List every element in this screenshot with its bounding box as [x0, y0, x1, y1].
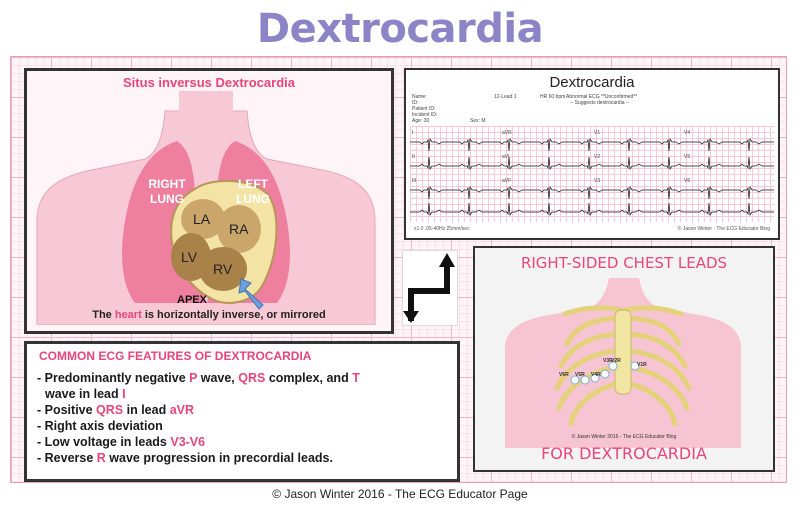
feature-text: wave, [197, 371, 239, 385]
lead-label-III: III [412, 178, 417, 184]
ecg-suggestion: -- Suggests dextrocardia -- [570, 100, 630, 106]
feature-text: - Positive [37, 403, 97, 417]
chamber-rv: RV [213, 261, 233, 277]
heart-illustration [170, 179, 278, 304]
feature-text: - Predominantly negative [37, 371, 190, 385]
page-footer: © Jason Winter 2016 - The ECG Educator P… [272, 487, 528, 501]
feature-highlight: P [189, 371, 198, 385]
feature-highlight: R [96, 451, 106, 465]
ecg-panel: Dextrocardia Name: ID: Patient ID: Incid… [404, 68, 780, 240]
apex-label: APEX [177, 294, 207, 306]
lead-label-V2: V2 [594, 154, 601, 160]
electrode-dots [570, 361, 640, 385]
chamber-lv: LV [181, 249, 198, 265]
ecg-id: ID: [412, 100, 419, 106]
clavicle-right [562, 305, 624, 317]
lead-V2R: V2R [611, 358, 621, 364]
situs-caption: The heart is horizontally inverse, or mi… [27, 309, 391, 321]
lead-V1R: V1R [637, 362, 647, 368]
feature-item-5: - Reverse R wave progression in precordi… [37, 450, 447, 466]
feature-text: - Low voltage in leads [37, 435, 171, 449]
ecg-trace-row-4 [410, 202, 774, 217]
ecg-title: Dextrocardia [549, 74, 635, 91]
connector-box [402, 250, 458, 326]
ecg-name: Name: [412, 94, 427, 100]
right-lung-label: RIGHT LUNG [148, 177, 186, 206]
lead-V5R: V5R [575, 372, 585, 378]
ecg-footer-right: © Jason Winter · The ECG Educator Blog [677, 226, 770, 232]
ecg-patient-id: Patient ID: [412, 106, 436, 112]
feature-highlight: aVR [169, 403, 195, 417]
ecg-age: Age: 30 [412, 118, 430, 124]
neck-shape [179, 91, 233, 121]
feature-item-1-cont: wave in lead I [37, 386, 447, 402]
zigzag-arrow-icon [403, 253, 455, 323]
feature-text: - Reverse [37, 451, 97, 465]
lead-label-I: I [412, 130, 414, 136]
lead-label-aVL: aVL [502, 154, 511, 160]
caption-highlight: heart [114, 309, 142, 321]
features-panel: COMMON ECG FEATURES OF DEXTROCARDIA - Pr… [24, 341, 460, 482]
ecg-trace-row-3 [410, 185, 774, 200]
ribcage-illustration [505, 278, 741, 448]
feature-highlight: T [352, 371, 360, 385]
feature-text: wave in lead [45, 387, 123, 401]
situs-inversus-panel: Situs inversus Dextrocardia RIGHT LUNG L… [24, 68, 394, 334]
ecg-lead-mode: 12-Lead 1 [494, 94, 517, 100]
features-list: - Predominantly negative P wave, QRS com… [37, 370, 447, 466]
feature-highlight: QRS [238, 371, 266, 385]
ecg-trace-row-1 [410, 137, 774, 152]
chest-subtitle: FOR DEXTROCARDIA [541, 444, 707, 463]
ecg-trace-row-2 [410, 156, 774, 171]
caption-post: is horizontally inverse, or mirrored [144, 309, 326, 321]
torso-illustration [36, 91, 376, 325]
ecg-footer-left: x1.0 .05-40Hz 25mm/sec [414, 226, 470, 232]
lead-label-V4: V4 [684, 130, 691, 136]
feature-item-1: - Predominantly negative P wave, QRS com… [37, 370, 447, 386]
lead-label-V5: V5 [684, 154, 691, 160]
feature-item-3: - Right axis deviation [37, 419, 163, 433]
clavicle-left [622, 305, 684, 317]
ecg-header-left: Name: ID: Patient ID: Incident ID: Age: … [412, 94, 437, 124]
chest-copyright: © Jason Winter 2016 - The ECG Educator B… [571, 434, 677, 440]
lead-label-V3: V3 [594, 178, 601, 184]
lead-V6R: V6R [559, 372, 569, 378]
lead-label-II: II [412, 154, 415, 160]
features-title: COMMON ECG FEATURES OF DEXTROCARDIA [39, 349, 312, 363]
chest-title: RIGHT-SIDED CHEST LEADS [520, 254, 728, 272]
feature-item-4: - Low voltage in leads V3-V6 [37, 434, 447, 450]
page-title: Dextrocardia [256, 6, 544, 52]
lead-label-V6: V6 [684, 178, 691, 184]
feature-highlight: I [122, 387, 126, 401]
ecg-hr: HR 60 bpm [540, 94, 566, 100]
ecg-incident-id: Incident ID: [412, 112, 438, 118]
caption-pre: The [92, 309, 112, 321]
left-lung-label: LEFT LUNG [236, 177, 270, 206]
ecg-traces [410, 137, 774, 217]
situs-title: Situs inversus Dextrocardia [123, 75, 295, 90]
lead-V4R: V4R [591, 372, 601, 378]
ecg-interpretation: Abnormal ECG **Unconfirmed** [566, 94, 638, 100]
lead-label-aVF: aVF [502, 178, 512, 184]
chamber-ra: RA [229, 221, 249, 237]
feature-text: in lead [123, 403, 170, 417]
lead-label-V1: V1 [594, 130, 601, 136]
feature-highlight: V3-V6 [170, 435, 206, 449]
feature-item-2: - Positive QRS in lead aVR [37, 402, 447, 418]
feature-highlight: QRS [96, 403, 124, 417]
lead-V3R: V3R [603, 358, 613, 364]
feature-text: complex, and [265, 371, 353, 385]
ecg-sex: Sex: M [470, 118, 486, 124]
apex-arrow-icon [238, 278, 264, 310]
chamber-la: LA [193, 211, 211, 227]
ecg-strip: I aVR V1 V4 II aVL V2 V5 III aVF V3 V6 [410, 126, 774, 222]
sternum [614, 309, 632, 395]
feature-text: wave progression in precordial leads. [105, 451, 333, 465]
lead-label-aVR: aVR [502, 130, 512, 136]
chest-leads-panel: RIGHT-SIDED CHEST LEADS [473, 246, 775, 472]
